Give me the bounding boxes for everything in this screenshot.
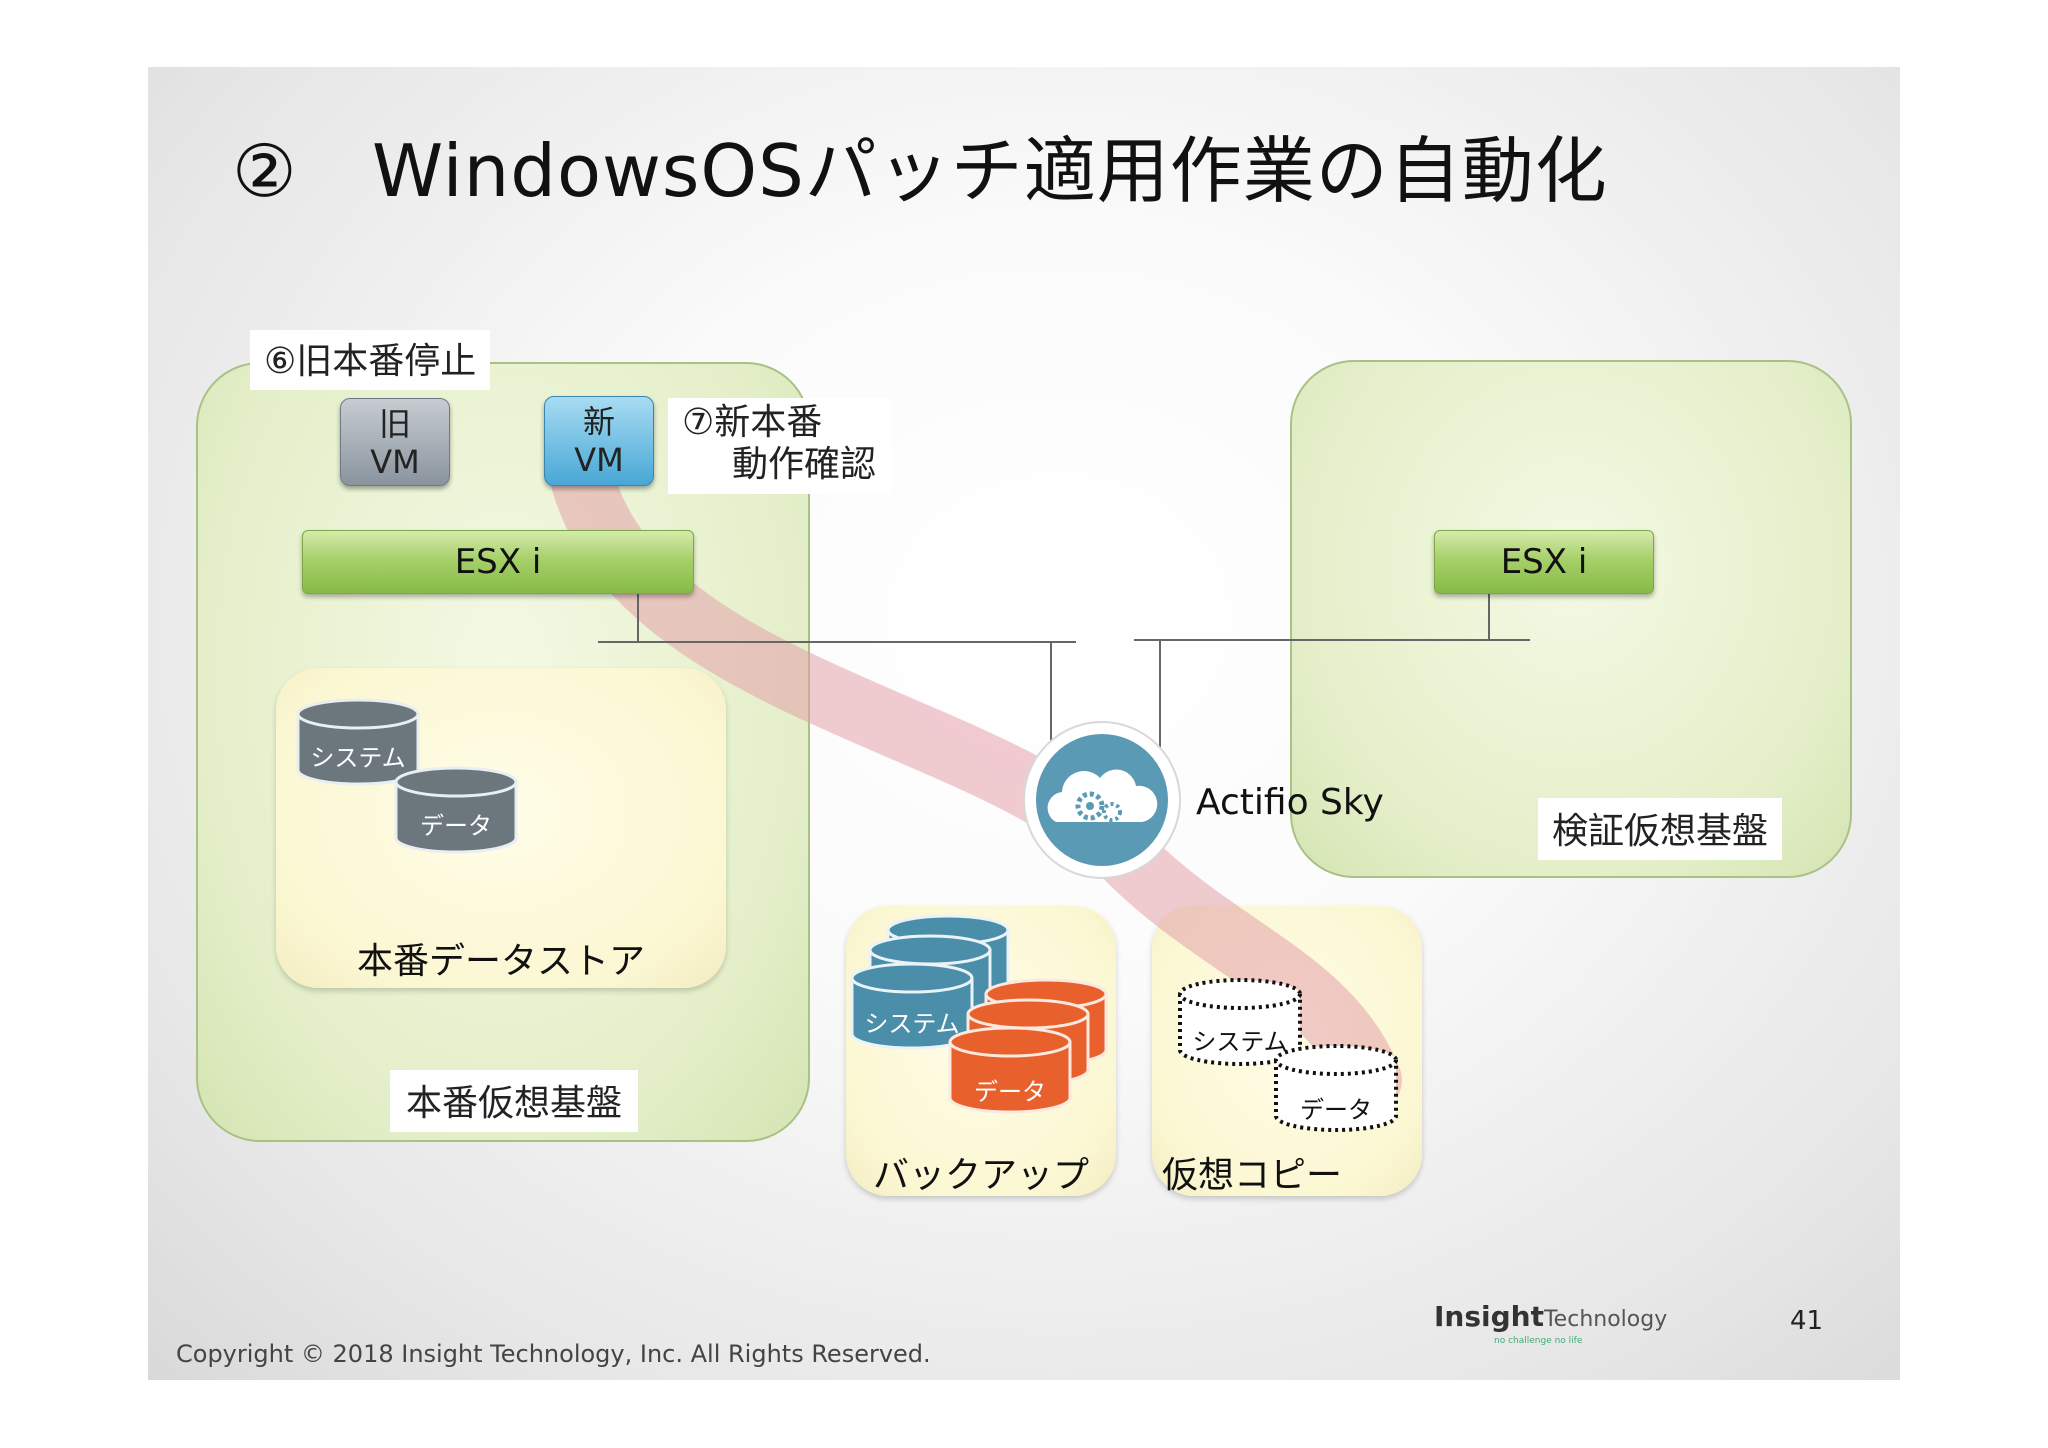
prod-data-disk-label: データ	[420, 812, 492, 840]
prod-platform-label: 本番仮想基盤	[390, 1070, 639, 1132]
esx-left[interactable]: ESX i	[302, 530, 694, 594]
logo-tagline: no challenge no life	[1494, 1336, 1583, 1346]
logo-sub: Technology	[1543, 1307, 1668, 1332]
backup-data-disk-label: データ	[974, 1078, 1046, 1106]
prod-system-disk-label: システム	[310, 744, 406, 772]
slide-title: ② WindowsOSパッチ適用作業の自動化	[232, 112, 1608, 217]
esx-right[interactable]: ESX i	[1434, 530, 1654, 594]
old-vm-label-2: VM	[370, 443, 420, 481]
copy-data-disk-label: データ	[1300, 1096, 1372, 1124]
network-lines	[598, 594, 1530, 748]
step7-label: ⑦新本番 動作確認	[668, 398, 892, 494]
old-vm[interactable]: 旧 VM	[340, 398, 450, 486]
new-vm[interactable]: 新 VM	[544, 396, 654, 486]
backup-system-disk-label: システム	[864, 1010, 960, 1038]
new-vm-label-1: 新	[582, 403, 615, 441]
title-text: WindowsOSパッチ適用作業の自動化	[372, 129, 1608, 213]
step7-line2: 動作確認	[732, 444, 877, 485]
verify-platform-label: 検証仮想基盤	[1538, 798, 1783, 860]
page-number: 41	[1790, 1306, 1824, 1336]
old-vm-label-1: 旧	[378, 405, 411, 443]
step7-line1: ⑦新本番	[682, 402, 823, 443]
copy-system-disk-label: システム	[1192, 1028, 1288, 1056]
new-vm-label-2: VM	[574, 441, 624, 479]
virtual-copy-caption: 仮想コピー	[1161, 1155, 1342, 1196]
backup-caption: バックアップ	[872, 1155, 1089, 1196]
company-logo: InsightTechnology no challenge no life	[1434, 1300, 1668, 1346]
verify-platform-box	[1290, 360, 1852, 878]
logo-main: Insight	[1434, 1300, 1544, 1333]
step6-label: ⑥旧本番停止	[250, 330, 491, 390]
title-number: ②	[232, 129, 298, 213]
copyright: Copyright © 2018 Insight Technology, Inc…	[176, 1340, 931, 1368]
actifio-sky-label: Actifio Sky	[1196, 782, 1384, 823]
prod-datastore-caption: 本番データストア	[356, 941, 645, 982]
actifio-sky-icon	[1023, 721, 1181, 879]
